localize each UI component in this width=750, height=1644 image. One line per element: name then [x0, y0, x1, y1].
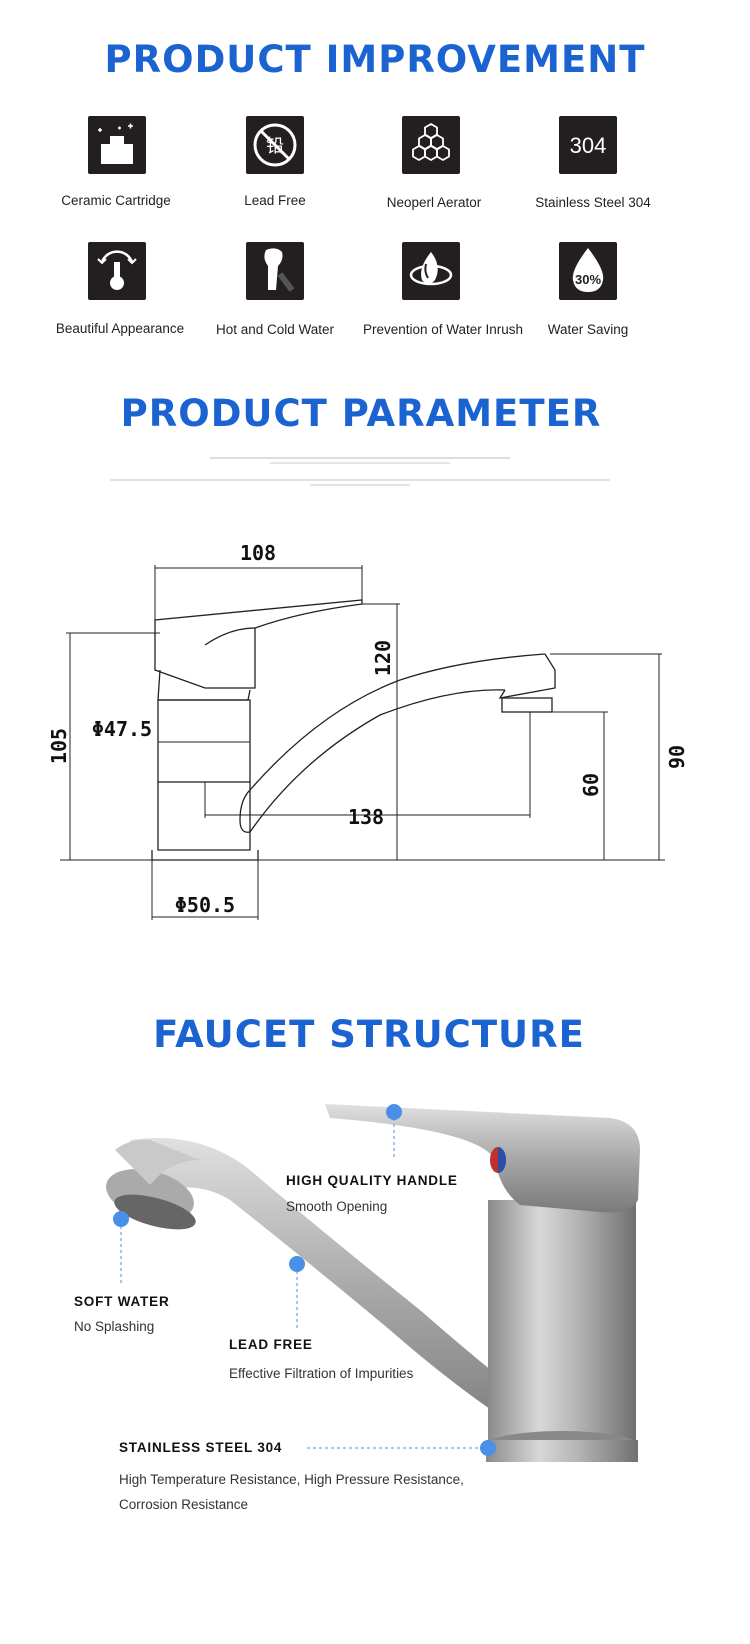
svg-text:铅: 铅: [266, 136, 284, 157]
callout-steel-desc-2: Corrosion Resistance: [119, 1497, 249, 1512]
feature-label: Prevention of Water Inrush: [362, 322, 524, 337]
faint-text-band: [110, 476, 610, 496]
hexagon-aerator-icon: [402, 116, 460, 174]
feature-label: Beautiful Appearance: [55, 321, 185, 336]
improvement-title: PRODUCT IMPROVEMENT: [104, 38, 646, 81]
dim-base-diameter: Φ50.5: [175, 893, 235, 917]
callout-lead-free-title: LEAD FREE: [229, 1337, 313, 1352]
dim-spout-height: 60: [579, 773, 603, 797]
structure-title: FAUCET STRUCTURE: [153, 1013, 585, 1056]
callout-steel-desc-1: High Temperature Resistance, High Pressu…: [119, 1472, 464, 1487]
dim-spout-reach: 138: [348, 805, 384, 829]
callout-steel-title: STAINLESS STEEL 304: [119, 1440, 283, 1455]
dimension-drawing: 108 138 Φ47.5 Φ50.5 105 120 60 90: [47, 541, 689, 920]
lead-free-icon: 铅: [246, 116, 304, 174]
ceramic-cartridge-icon: [88, 116, 146, 174]
dim-handle-length: 108: [240, 541, 276, 565]
faint-text-band: [210, 454, 510, 468]
dim-height: 120: [371, 640, 395, 676]
callout-lead-free-desc: Effective Filtration of Impurities: [229, 1366, 414, 1381]
feature-label: Neoperl Aerator: [386, 195, 482, 210]
faucet-appearance-icon: [88, 242, 146, 300]
steel-304-icon: 304: [559, 116, 617, 174]
lever-handle-icon: [246, 242, 304, 300]
parameter-title: PRODUCT PARAMETER: [120, 392, 602, 435]
callout-handle-title: HIGH QUALITY HANDLE: [286, 1173, 458, 1188]
callout-soft-water-title: SOFT WATER: [74, 1294, 170, 1309]
dim-body-diameter: Φ47.5: [92, 717, 152, 741]
anti-splash-icon: [402, 242, 460, 300]
feature-label: Water Saving: [547, 322, 629, 337]
feature-label: Hot and Cold Water: [215, 322, 335, 337]
faucet-illustration: [106, 1104, 640, 1462]
dim-base-height: 105: [47, 728, 71, 764]
feature-label: Ceramic Cartridge: [61, 193, 171, 208]
dim-total-reach-height: 90: [665, 745, 689, 769]
water-drop-icon: 30%: [559, 242, 617, 300]
water-saving-text: 30%: [575, 272, 601, 287]
callout-handle-desc: Smooth Opening: [286, 1199, 388, 1214]
feature-label: Stainless Steel 304: [535, 195, 651, 210]
callout-soft-water-desc: No Splashing: [74, 1319, 155, 1334]
steel-304-text: 304: [570, 133, 607, 158]
feature-label: Lead Free: [244, 193, 306, 208]
